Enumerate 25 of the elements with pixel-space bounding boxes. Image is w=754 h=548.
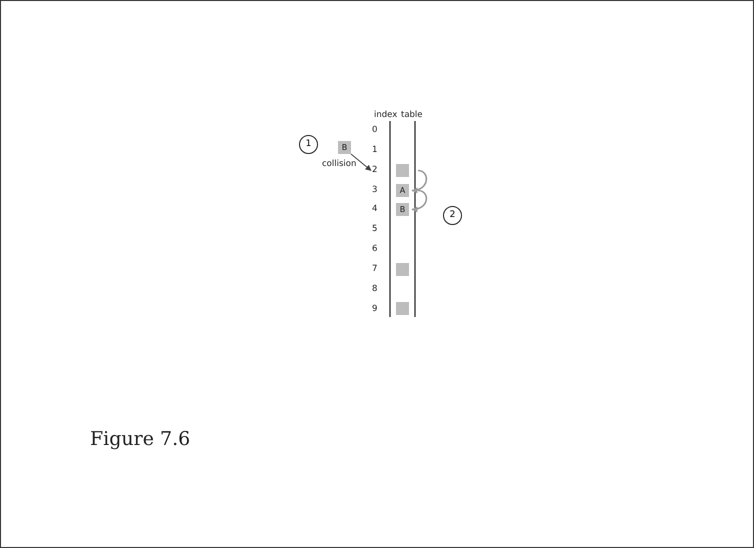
curved-arrow	[411, 170, 428, 193]
table-slot	[396, 263, 409, 276]
table-slot	[396, 302, 409, 315]
table-slot: A	[396, 184, 409, 197]
table-slot	[396, 164, 409, 177]
index-number: 5	[372, 224, 378, 235]
arrow	[350, 154, 372, 171]
callout-number: 1	[299, 135, 318, 154]
column-header: table	[401, 110, 423, 121]
index-number: 7	[372, 264, 378, 275]
column-header: index	[374, 110, 398, 121]
curved-arrow	[411, 190, 428, 212]
table-slot: B	[396, 203, 409, 216]
index-number: 8	[372, 284, 378, 295]
figure-caption: Figure 7.6	[90, 428, 190, 450]
index-number: 4	[372, 204, 378, 215]
index-number: 6	[372, 244, 378, 255]
index-number: 0	[372, 125, 378, 136]
index-number: 1	[372, 145, 378, 156]
index-number: 3	[372, 185, 378, 196]
index-number: 2	[372, 165, 378, 176]
note-text: collision	[322, 159, 356, 170]
key-box: B	[338, 141, 351, 154]
index-number: 9	[372, 304, 378, 315]
callout-number: 2	[443, 206, 462, 225]
